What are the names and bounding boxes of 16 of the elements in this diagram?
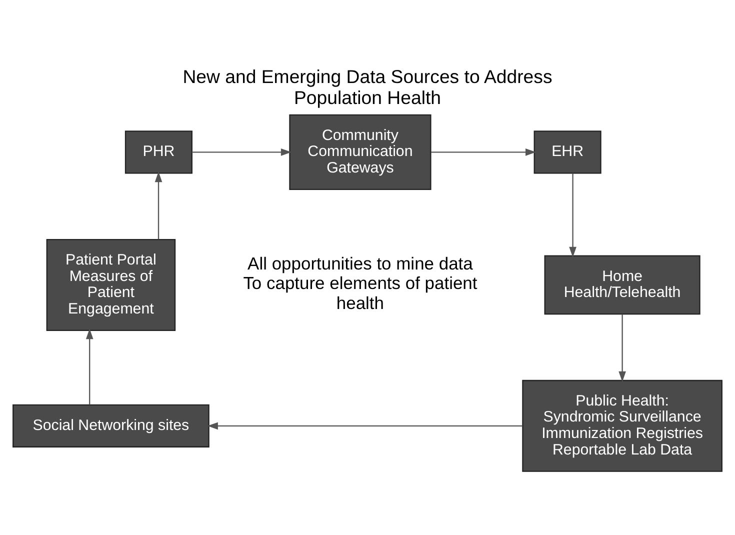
arrow	[192, 148, 292, 156]
arrow	[569, 173, 576, 258]
arrow	[86, 328, 94, 405]
node-box: EHR	[534, 130, 602, 174]
node-box: Patient Portal Measures of Patient Engagement	[46, 238, 176, 331]
arrow	[207, 422, 522, 430]
node-box: PHR	[124, 130, 192, 174]
node-box: Community Communication Gateways	[289, 114, 432, 190]
arrow	[618, 314, 626, 382]
arrow	[154, 172, 162, 240]
arrow	[431, 148, 536, 156]
node-box: Public Health: Syndromic Surveillance Immunization Registries Reportable Lab Data	[522, 380, 722, 472]
label: All opportunities to mine data To capture elements of patient health	[243, 253, 478, 313]
diagram-title: New and Emerging Data Sources to Address Population Health	[182, 66, 552, 108]
node-box: Social Networking sites	[12, 404, 210, 448]
node-box: Home Health/Telehealth	[544, 255, 700, 315]
